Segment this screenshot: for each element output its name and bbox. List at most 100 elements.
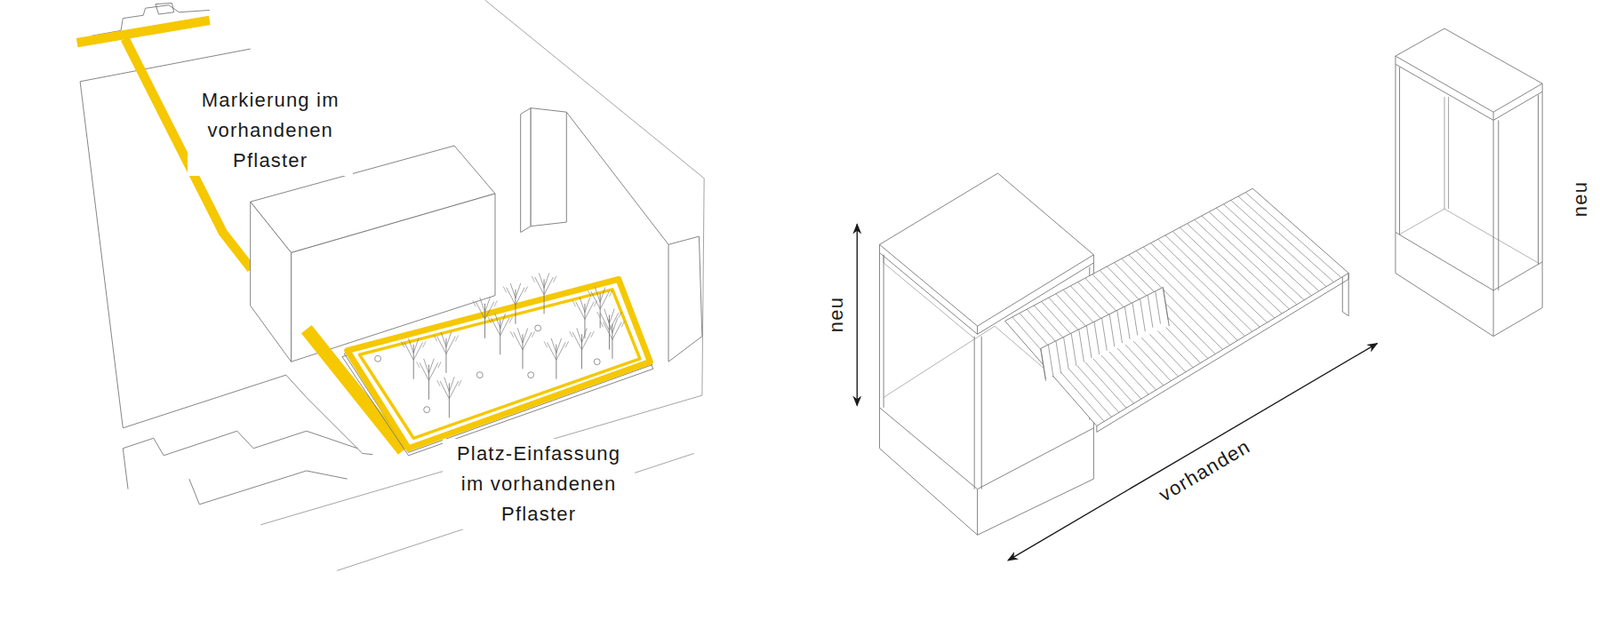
vitrine <box>1497 120 1499 291</box>
tree <box>591 331 594 338</box>
tree <box>576 328 583 344</box>
tree <box>581 334 583 369</box>
vitrine <box>981 336 983 490</box>
building-block <box>668 236 703 362</box>
vitrine-base <box>879 408 1094 536</box>
vitrine <box>1394 64 1396 232</box>
tree <box>517 328 523 344</box>
tree <box>603 322 613 341</box>
bench-slat <box>1165 235 1260 328</box>
tree <box>440 381 449 400</box>
tree <box>437 380 440 387</box>
figure <box>528 372 535 379</box>
tree <box>413 342 423 360</box>
tree <box>600 312 609 331</box>
bench-slat <box>1187 224 1283 314</box>
tree <box>531 331 535 338</box>
vitrine <box>976 326 978 335</box>
tree <box>565 341 568 348</box>
tree <box>544 272 550 288</box>
tree <box>445 338 447 374</box>
tree <box>572 332 582 351</box>
tree <box>485 297 491 313</box>
tree <box>400 341 404 348</box>
tree <box>584 297 591 313</box>
backrest-slat <box>1086 326 1092 360</box>
tree <box>448 381 458 400</box>
tree <box>490 318 500 336</box>
tree <box>448 376 455 392</box>
tree <box>513 332 523 351</box>
backrest-slat <box>1140 298 1146 332</box>
vitrine <box>1444 96 1446 209</box>
bench-slat <box>1238 196 1335 283</box>
vitrine <box>883 255 885 408</box>
street-edge <box>122 431 358 456</box>
vitrine <box>883 255 975 339</box>
bench-slat <box>1245 192 1342 279</box>
tree <box>428 362 438 381</box>
tree <box>510 283 516 299</box>
figure <box>476 372 483 379</box>
tree <box>552 276 556 283</box>
tree <box>593 300 597 307</box>
tree <box>600 287 606 303</box>
dimension-label: vorhanden <box>1151 431 1259 512</box>
tree <box>458 380 462 387</box>
tree <box>413 338 419 354</box>
square-frame <box>359 289 640 439</box>
backrest-slat <box>1094 321 1100 355</box>
street-edge <box>80 81 123 429</box>
tree <box>485 302 495 320</box>
tree <box>416 361 420 368</box>
tree <box>555 344 557 380</box>
tree <box>584 302 594 320</box>
bench-leg <box>1348 272 1350 316</box>
tree <box>440 332 447 348</box>
vitrine <box>1493 112 1495 120</box>
tree <box>472 300 476 307</box>
bench-slat <box>1208 212 1304 301</box>
tree <box>591 291 600 310</box>
tree <box>515 283 521 299</box>
backrest-slat <box>1064 336 1070 370</box>
dimension-label: neu <box>821 293 852 335</box>
tree <box>488 317 491 324</box>
bench-slat <box>1158 239 1253 332</box>
street-edge <box>122 448 128 490</box>
tree <box>423 341 426 348</box>
marking-label: Markierung im vorhandenen Pflaster <box>187 85 353 176</box>
tree <box>600 293 601 328</box>
tree <box>607 318 613 334</box>
vitrine <box>1395 28 1543 112</box>
yellow-marking <box>77 20 210 43</box>
vitrine <box>974 336 976 490</box>
tree <box>621 320 624 328</box>
border-label: Platz-Einfassung im vorhandenen Pflaster <box>442 439 635 530</box>
vitrine <box>1542 91 1544 263</box>
bench-slat <box>1172 231 1267 323</box>
vitrine <box>1400 208 1539 264</box>
vitrine-base <box>1493 290 1495 337</box>
tree <box>612 322 622 341</box>
tree <box>608 290 612 297</box>
tree <box>612 318 618 334</box>
tree <box>503 286 506 293</box>
tree <box>500 313 506 329</box>
figure <box>375 355 382 362</box>
tree <box>535 277 544 296</box>
backrest-slat <box>1155 291 1161 325</box>
tree <box>510 331 513 338</box>
tree <box>544 279 545 314</box>
tree <box>579 297 585 313</box>
vitrine <box>1493 120 1495 291</box>
backrest-slat <box>1132 303 1138 336</box>
tree <box>428 365 430 400</box>
tree <box>509 317 512 324</box>
street-edge <box>189 471 348 505</box>
bench-slat <box>1194 219 1290 310</box>
tree <box>495 313 501 329</box>
tree <box>600 320 603 328</box>
tree <box>608 309 615 325</box>
